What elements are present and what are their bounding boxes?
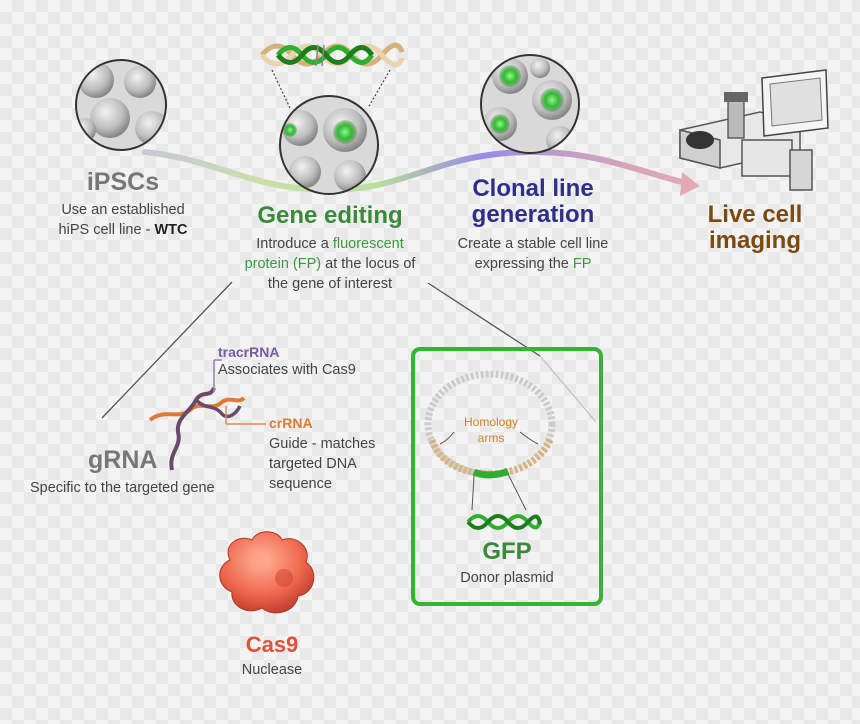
process-flow-curve <box>142 148 693 194</box>
grna-title: gRNA <box>88 446 158 474</box>
tracrrna-description: Associates with Cas9 <box>218 362 356 378</box>
clonal-description: Create a stable cell line expressing the… <box>457 236 609 272</box>
ipscs-desc-line1: Use an established <box>61 202 185 218</box>
cas9-description: Nuclease <box>241 662 303 678</box>
gfp-title: GFP <box>482 538 532 565</box>
donor-plasmid-description: Donor plasmid <box>460 570 554 586</box>
grna-molecule-image <box>148 387 246 471</box>
donor-plasmid-image <box>424 370 556 530</box>
wtc-label: WTC <box>154 222 188 238</box>
ipscs-description: Use an established hiPS cell line - WTC <box>40 200 206 240</box>
clonal-cells-image <box>480 54 580 154</box>
ipscs-desc-line2: hiPS cell line - WTC <box>58 222 188 238</box>
cas9-title: Cas9 <box>245 632 299 657</box>
gene-editing-title: Gene editing <box>257 202 403 229</box>
flow-arrowhead <box>680 172 700 196</box>
microscope-image <box>679 69 829 191</box>
clonal-title: Clonal line generation <box>471 175 595 228</box>
live-imaging-title: Live cell imaging <box>707 201 803 254</box>
edited-cells-image <box>279 95 379 195</box>
cas9-protein-image <box>219 531 315 614</box>
homology-arms-label: Homology arms <box>463 415 519 445</box>
gene-editing-description: Introduce a fluorescent protein (FP) at … <box>244 236 416 292</box>
crrna-description: Guide - matches targeted DNA sequence <box>269 436 376 492</box>
crrna-label: crRNA <box>269 415 313 431</box>
grna-description: Specific to the targeted gene <box>30 480 215 496</box>
ipscs-title: iPSCs <box>86 168 160 196</box>
dna-helix-edit-image <box>260 42 405 68</box>
tracrrna-label: tracrRNA <box>218 344 280 360</box>
donor-plasmid-panel <box>411 347 603 606</box>
ipsc-cells-image <box>75 59 167 151</box>
